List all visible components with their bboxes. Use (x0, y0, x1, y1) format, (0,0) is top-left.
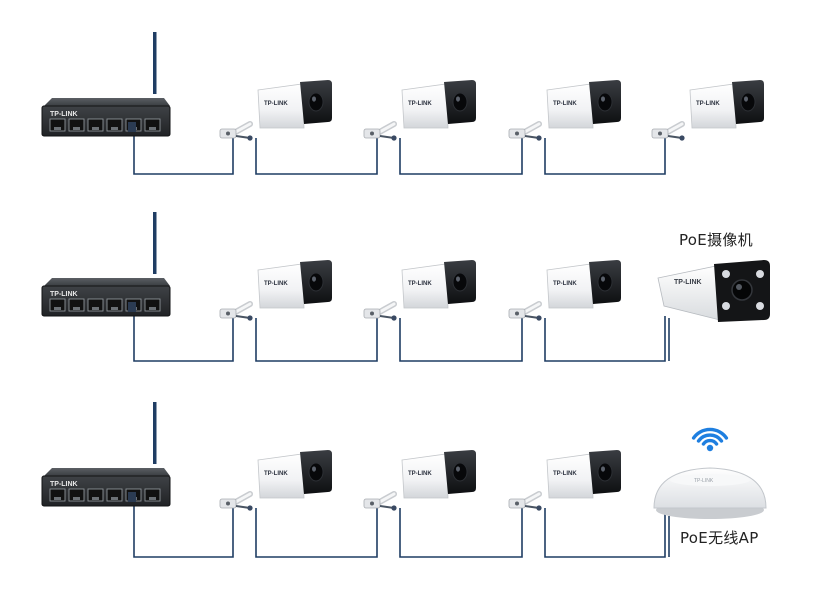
brand-logo: TP-LINK (50, 481, 78, 488)
bullet-camera: TP-LINK (219, 80, 332, 141)
antenna (153, 212, 157, 274)
bullet-camera: TP-LINK (508, 260, 621, 321)
brand-logo: TP-LINK (553, 471, 577, 477)
cable-device-to-device (544, 316, 666, 362)
bullet-camera: TP-LINK (363, 80, 476, 141)
ethernet-port (68, 118, 85, 132)
brand-logo: TP-LINK (553, 101, 577, 107)
cable-device-to-device (255, 316, 378, 362)
brand-logo: TP-LINK (264, 101, 288, 107)
poe-switch: TP-LINK (41, 32, 171, 137)
bullet-camera: TP-LINK (508, 80, 621, 141)
ethernet-port (68, 488, 85, 502)
brand-logo: TP-LINK (408, 471, 432, 477)
cable-device-to-device (399, 136, 523, 175)
brand-logo: TP-LINK (696, 101, 720, 107)
poe-ap-label: PoE无线AP (680, 529, 759, 547)
brand-logo: TP-LINK (674, 279, 702, 286)
poe-camera-label: PoE摄像机 (679, 231, 753, 249)
brand-logo: TP-LINK (50, 291, 78, 298)
cable-device-to-device (544, 506, 666, 558)
bullet-camera: TP-LINK (363, 450, 476, 511)
ethernet-port (49, 488, 66, 502)
ethernet-port (68, 298, 85, 312)
poe-switch: TP-LINK (41, 212, 171, 317)
poe-switch: TP-LINK (41, 402, 171, 507)
cable-switch-to-camera (133, 132, 234, 175)
wifi-icon (691, 427, 729, 452)
ethernet-port (49, 118, 66, 132)
poe-camera-large: TP-LINK (657, 260, 770, 322)
ethernet-port (106, 118, 123, 132)
ethernet-port (106, 488, 123, 502)
ethernet-port (144, 298, 161, 312)
brand-logo: TP-LINK (408, 281, 432, 287)
bullet-camera: TP-LINK (651, 80, 764, 141)
ethernet-port (87, 298, 104, 312)
brand-logo: TP-LINK (553, 281, 577, 287)
ethernet-port (49, 298, 66, 312)
ethernet-port (144, 488, 161, 502)
cable-device-to-device (399, 506, 523, 558)
cable-switch-to-camera (133, 312, 234, 362)
brand-logo: TP-LINK (408, 101, 432, 107)
ethernet-port (87, 118, 104, 132)
antenna (153, 32, 157, 94)
bullet-camera: TP-LINK (363, 260, 476, 321)
ethernet-port (87, 488, 104, 502)
brand-logo: TP-LINK (264, 471, 288, 477)
cable-switch-to-camera (133, 502, 234, 558)
cable-device-to-device (255, 136, 378, 175)
ethernet-port (106, 298, 123, 312)
bullet-camera: TP-LINK (219, 260, 332, 321)
bullet-camera: TP-LINK (219, 450, 332, 511)
cable-layer (133, 132, 670, 558)
device-layer: TP-LINK TP-LINK TP-LINK TP-LINK TP-LINK TP-LI… (41, 32, 770, 519)
brand-logo: TP-LINK (264, 281, 288, 287)
brand-logo: TP-LINK (50, 111, 78, 118)
cable-device-to-device (255, 506, 378, 558)
svg-text:TP-LINK: TP-LINK (694, 478, 714, 484)
cable-device-to-device (399, 316, 523, 362)
ethernet-port (144, 118, 161, 132)
cable-device-to-device (544, 136, 666, 175)
wireless-ap: TP-LINK (653, 427, 767, 519)
bullet-camera: TP-LINK (508, 450, 621, 511)
antenna (153, 402, 157, 464)
